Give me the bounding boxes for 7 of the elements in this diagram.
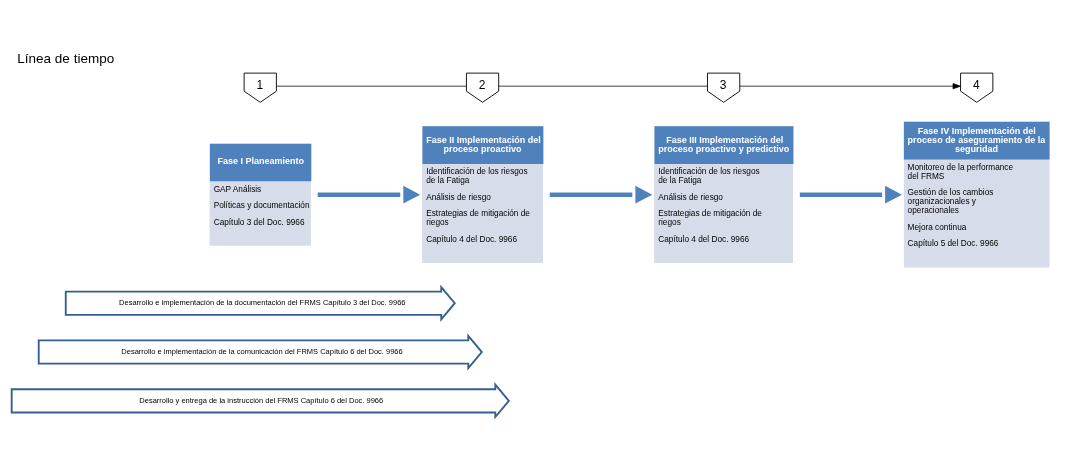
connector	[276, 85, 467, 87]
connector	[498, 85, 708, 87]
arrow	[799, 185, 902, 204]
arrow	[317, 185, 421, 204]
arrow	[739, 83, 961, 90]
diagram-title: Línea de tiempo	[17, 50, 115, 66]
arrow	[549, 185, 653, 204]
